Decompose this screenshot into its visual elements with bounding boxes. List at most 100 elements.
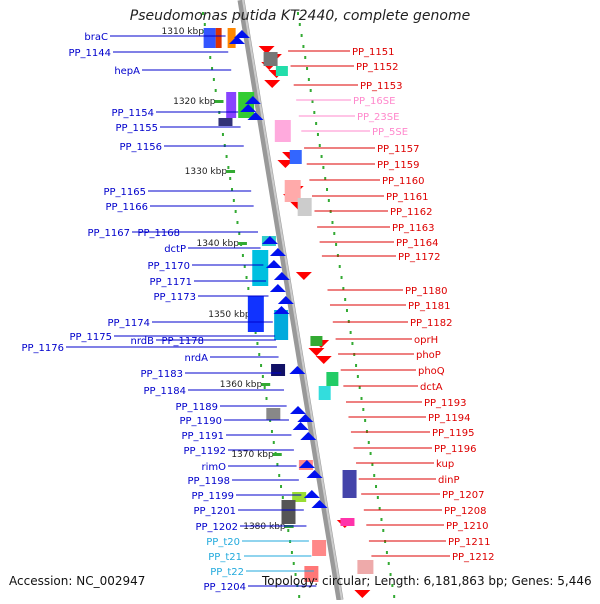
tick-dot bbox=[380, 518, 383, 521]
tick-dot bbox=[256, 342, 259, 345]
gene-label: PP_1157 bbox=[377, 144, 420, 155]
genome-backbone bbox=[237, 0, 344, 601]
gene-label: PP_1184 bbox=[143, 386, 186, 397]
gene-label: PP_1190 bbox=[179, 416, 222, 427]
gene-arrow bbox=[258, 46, 275, 54]
gene-arrow bbox=[298, 460, 315, 468]
gene-arrow bbox=[295, 272, 312, 280]
gene-label: PP_1201 bbox=[193, 506, 236, 517]
tick-dot bbox=[338, 265, 341, 268]
gene-block bbox=[263, 52, 278, 66]
gene-arrow bbox=[303, 490, 320, 498]
tick-dot bbox=[351, 342, 354, 345]
scale-label: 1370 kbp bbox=[231, 450, 274, 460]
tick-dot bbox=[378, 507, 381, 510]
gene-label: rimO bbox=[201, 462, 226, 473]
scale-label: 1340 kbp bbox=[197, 239, 240, 249]
gene-label: PP_1183 bbox=[140, 369, 183, 380]
tick-dot bbox=[360, 397, 363, 400]
gene-label: PP_1152 bbox=[356, 62, 399, 73]
gene-label: PP_1171 bbox=[149, 277, 192, 288]
tick-dot bbox=[345, 309, 348, 312]
tick-dot bbox=[327, 199, 330, 202]
gene-label: PP_1156 bbox=[119, 142, 162, 153]
tick-dot bbox=[263, 386, 266, 389]
gene-block bbox=[340, 518, 355, 526]
tick-dot bbox=[369, 452, 372, 455]
gene-label: braC bbox=[84, 32, 108, 43]
gene-label: PP_5SE bbox=[372, 127, 408, 138]
gene-block bbox=[310, 336, 323, 346]
tick-dot bbox=[367, 441, 370, 444]
tick-dot bbox=[243, 265, 246, 268]
scale-label: 1350 kbp bbox=[208, 310, 251, 320]
tick-dot bbox=[225, 155, 228, 158]
gene-arrow bbox=[289, 366, 306, 374]
tick-dot bbox=[364, 419, 367, 422]
gene-label: PP_1175 bbox=[69, 332, 112, 343]
gene-label: PP_1202 bbox=[195, 522, 238, 533]
gene-block bbox=[215, 28, 222, 48]
accession-text: Accession: NC_002947 bbox=[9, 574, 146, 588]
tick-dot bbox=[315, 122, 318, 125]
tick-dot bbox=[265, 397, 268, 400]
gene-label: PP_1178 bbox=[161, 336, 204, 347]
gene-label: PP_1166 bbox=[105, 202, 148, 213]
tick-dot bbox=[373, 474, 376, 477]
gene-arrow bbox=[277, 296, 294, 304]
gene-label: PP_1153 bbox=[360, 81, 403, 92]
gene-label: PP_1181 bbox=[408, 301, 451, 312]
gene-label: PP_1182 bbox=[410, 318, 453, 329]
tick-dot bbox=[231, 188, 234, 191]
tick-dot bbox=[358, 386, 361, 389]
gene-block bbox=[289, 150, 302, 164]
tick-dot bbox=[362, 408, 365, 411]
gene-label: PP_1176 bbox=[21, 343, 64, 354]
tick-dot bbox=[292, 562, 295, 565]
gene-label: PP_t22 bbox=[210, 567, 244, 578]
tick-dot bbox=[214, 89, 217, 92]
gene-block bbox=[318, 386, 331, 400]
gene-arrow bbox=[315, 356, 332, 364]
gene-label: PP_1196 bbox=[434, 444, 477, 455]
gene-label: PP_1207 bbox=[442, 490, 485, 501]
gene-arrow bbox=[240, 104, 257, 112]
gene-block bbox=[297, 198, 312, 216]
gene-label: PP_1174 bbox=[107, 318, 150, 329]
gene-block bbox=[266, 408, 281, 420]
gene-block bbox=[292, 492, 307, 502]
gene-label: PP_t20 bbox=[206, 537, 240, 548]
gene-block bbox=[238, 92, 255, 118]
gene-block bbox=[312, 540, 327, 556]
gene-arrow bbox=[247, 112, 264, 120]
tick-dot bbox=[278, 474, 281, 477]
tick-dot bbox=[356, 375, 359, 378]
tick-dot bbox=[280, 485, 283, 488]
gene-block bbox=[227, 28, 236, 48]
tick-dot bbox=[211, 67, 214, 70]
tick-dot bbox=[254, 331, 257, 334]
gene-label: oprH bbox=[414, 335, 438, 346]
tick-dot bbox=[309, 89, 312, 92]
gene-label: PP_1167 bbox=[87, 228, 130, 239]
tick-dot bbox=[318, 144, 321, 147]
tick-dot bbox=[281, 496, 284, 499]
gene-label: PP_1161 bbox=[386, 192, 429, 203]
gene-label: PP_1192 bbox=[183, 446, 226, 457]
gene-arrow bbox=[289, 406, 306, 414]
tick-dot bbox=[376, 496, 379, 499]
tick-dot bbox=[209, 56, 212, 59]
scale-label: 1330 kbp bbox=[185, 167, 228, 177]
gene-label: PP_t21 bbox=[208, 552, 242, 563]
tick-dot bbox=[393, 595, 396, 598]
tick-dot bbox=[326, 188, 329, 191]
gene-label: phoP bbox=[416, 350, 441, 361]
tick-dot bbox=[261, 375, 264, 378]
gene-arrow bbox=[273, 272, 290, 280]
gene-block bbox=[357, 560, 374, 574]
gene-block bbox=[284, 180, 301, 202]
gene-label: PP_1170 bbox=[147, 261, 190, 272]
gene-label: dctP bbox=[164, 244, 186, 255]
scale-tick bbox=[214, 100, 224, 103]
